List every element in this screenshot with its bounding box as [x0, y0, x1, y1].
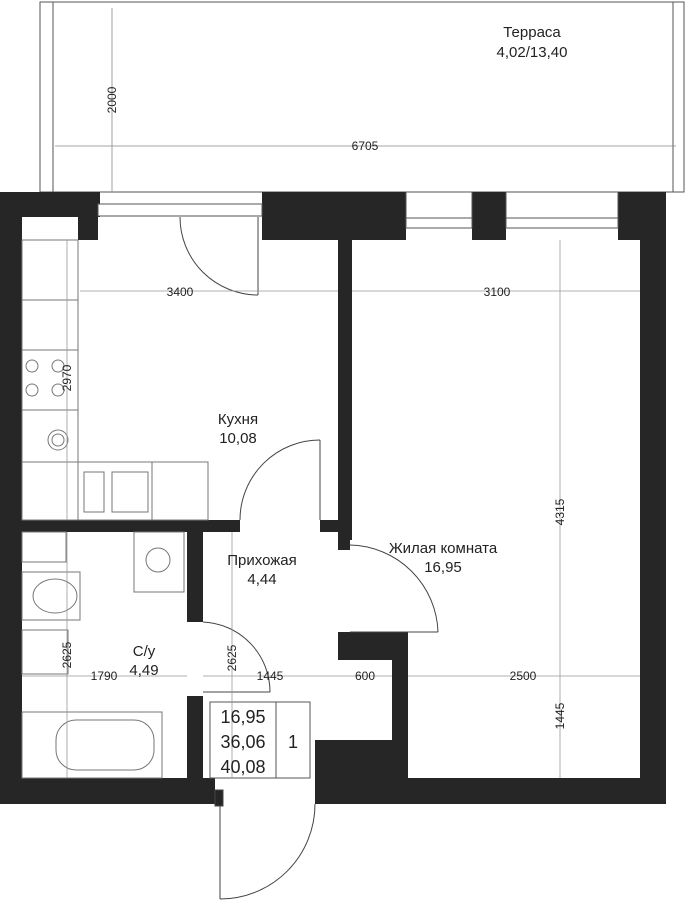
terrace — [39, 1, 685, 193]
summary-box — [209, 701, 311, 779]
hall-depth-label: 2625 — [225, 644, 239, 671]
rooms-count-value: 1 — [288, 732, 298, 752]
terrace-dimension-lines — [55, 8, 676, 192]
kitchen-name: Кухня — [218, 411, 258, 428]
terrace-name: Терраса — [503, 24, 561, 41]
terrace-width-label: 6705 — [352, 139, 379, 153]
living-width-label: 3100 — [484, 285, 511, 299]
living-lower-width-label: 2500 — [510, 669, 537, 683]
kitchen-width-label: 3400 — [167, 285, 194, 299]
kitchen-depth-label: 2970 — [60, 364, 74, 391]
living-depth-label: 4315 — [553, 498, 567, 525]
hall-width-label: 1445 — [257, 669, 284, 683]
corridor-width-label: 600 — [355, 669, 375, 683]
windows — [97, 191, 619, 229]
living-area: 16,95 — [424, 559, 462, 576]
total-area-value: 36,06 — [220, 732, 265, 752]
bath-fixtures — [21, 531, 185, 779]
living-name: Жилая комната — [389, 540, 498, 557]
living-lower-depth-label: 1445 — [553, 702, 567, 729]
terrace-depth-label: 2000 — [105, 86, 119, 113]
kitchen-fixtures — [21, 239, 209, 521]
hall-name: Прихожая — [227, 552, 297, 569]
kitchen-area: 10,08 — [219, 430, 257, 447]
bath-depth-label: 2625 — [60, 641, 74, 668]
bath-name: С/у — [133, 643, 156, 660]
doors — [179, 216, 439, 900]
living-area-value: 16,95 — [220, 707, 265, 727]
dimension-lines — [22, 240, 640, 778]
bath-area: 4,49 — [129, 662, 158, 679]
hall-area: 4,44 — [247, 571, 276, 588]
bath-width-label: 1790 — [91, 669, 118, 683]
total-with-terrace-value: 40,08 — [220, 757, 265, 777]
terrace-area: 4,02/13,40 — [497, 44, 568, 61]
walls — [0, 192, 666, 804]
